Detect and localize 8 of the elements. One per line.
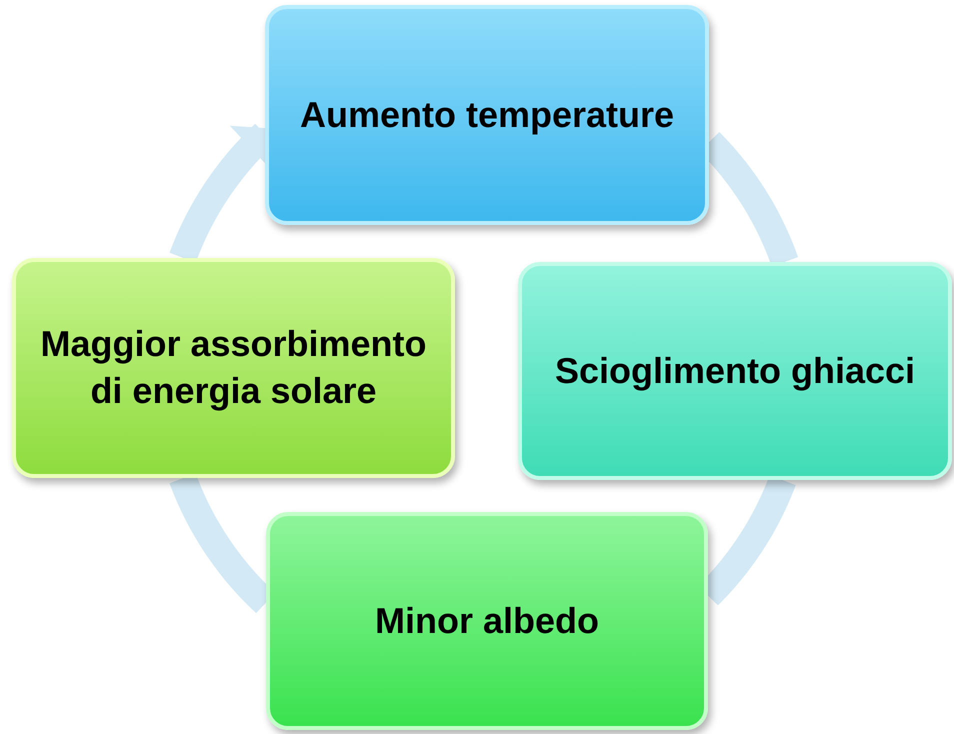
process-box	[12, 258, 455, 478]
process-box	[265, 5, 709, 225]
process-box	[266, 512, 708, 730]
box-label: Minor albedo	[374, 598, 600, 643]
process-box	[518, 262, 952, 480]
box-label: Maggior assorbimento di energia solare	[39, 322, 428, 413]
box-label: Aumento temperature	[298, 92, 676, 137]
box-label: Scioglimento ghiacci	[554, 348, 916, 393]
